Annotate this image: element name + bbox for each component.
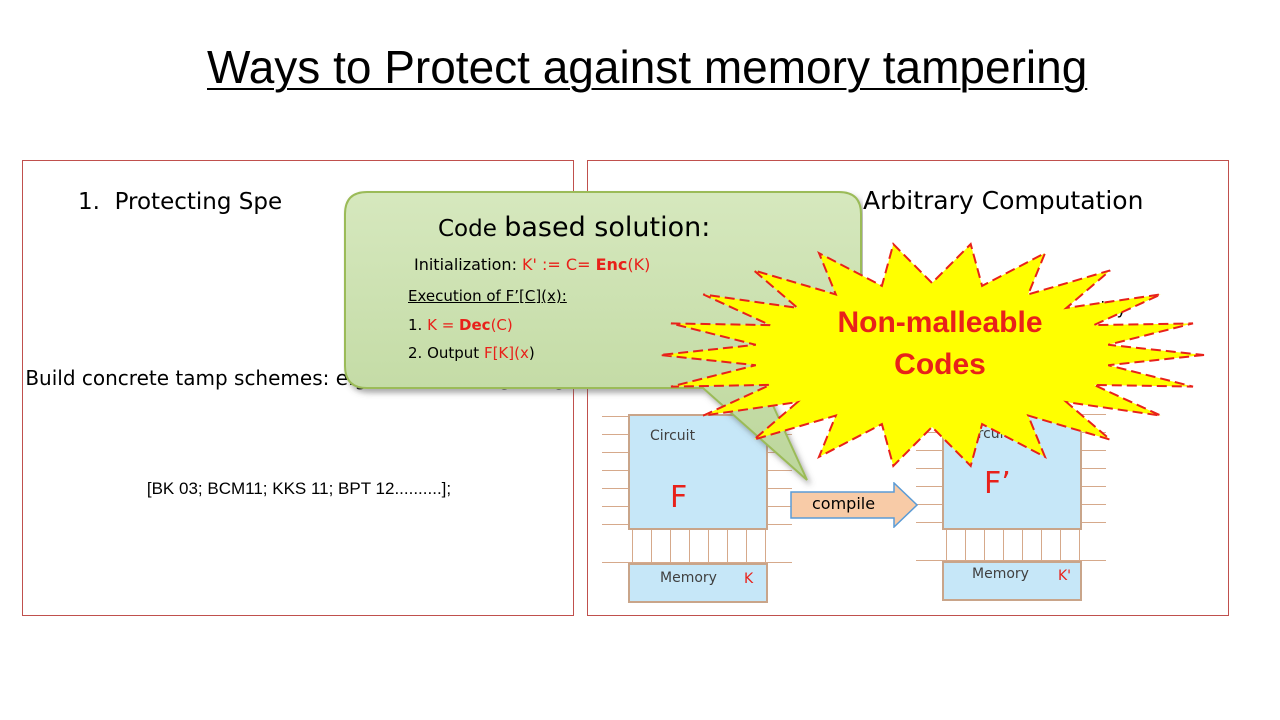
- wire: [602, 562, 792, 563]
- wire: [984, 528, 985, 560]
- wire: [965, 528, 966, 560]
- left-memory-box: [628, 563, 768, 603]
- wire: [602, 488, 628, 489]
- wire: [602, 434, 628, 435]
- left-key-label: K: [744, 571, 754, 587]
- compile-arrow: [790, 482, 918, 528]
- left-function-label: F: [670, 480, 688, 515]
- wire: [768, 470, 792, 471]
- left-circuit-box: [628, 414, 768, 530]
- wire: [602, 470, 628, 471]
- left-memory-label: Memory: [660, 570, 717, 586]
- callout-title: Code based solution:: [438, 212, 711, 243]
- left-panel-references: [BK 03; BCM11; KKS 11; BPT 12..........]…: [146, 479, 452, 498]
- wire: [916, 468, 942, 469]
- wire: [1041, 528, 1042, 560]
- left-panel-heading: 1. Protecting Spe: [78, 189, 283, 215]
- wire: [1082, 414, 1106, 415]
- wire: [768, 524, 792, 525]
- wire: [916, 450, 942, 451]
- wire: [602, 452, 628, 453]
- starburst-line-1: Non-malleable: [837, 306, 1043, 339]
- wire: [916, 486, 942, 487]
- starburst-label: Non-malleable Codes: [770, 302, 1110, 386]
- wire: [1079, 528, 1080, 560]
- starburst-line-2: Codes: [894, 348, 986, 381]
- callout-initialization: Initialization: K' := C= Enc(K): [414, 255, 651, 274]
- wire: [708, 530, 709, 562]
- wire: [1003, 528, 1004, 560]
- callout-step-2: 2. Output F[K](x): [408, 344, 535, 362]
- wire: [651, 530, 652, 562]
- wire: [768, 488, 792, 489]
- right-panel-heading: Arbitrary Computation: [863, 186, 1144, 215]
- callout-step-1: 1. K = Dec(C): [408, 316, 513, 334]
- non-malleable-starburst: [659, 242, 1205, 468]
- callout-execution-title: Execution of F’[C](x):: [408, 287, 567, 305]
- right-function-label: F’: [984, 466, 1011, 501]
- compile-label: compile: [812, 494, 876, 513]
- left-circuit-label: Circuit: [650, 428, 696, 444]
- wire: [602, 524, 628, 525]
- wire: [916, 432, 942, 433]
- wire: [689, 530, 690, 562]
- wire: [768, 506, 792, 507]
- right-memory-box: [942, 561, 1082, 601]
- wire: [727, 530, 728, 562]
- wire: [916, 560, 1106, 561]
- wire: [1082, 468, 1106, 469]
- wire: [946, 528, 947, 560]
- wire: [765, 530, 766, 562]
- wire: [602, 416, 628, 417]
- wire: [1082, 522, 1106, 523]
- wire: [916, 522, 942, 523]
- wire: [1022, 528, 1023, 560]
- wire: [1082, 450, 1106, 451]
- wire: [602, 506, 628, 507]
- starburst-shape: [659, 242, 1205, 468]
- right-key-label: K': [1058, 568, 1072, 584]
- wire: [916, 504, 942, 505]
- right-memory-label: Memory: [972, 566, 1029, 582]
- wire: [1082, 504, 1106, 505]
- wire: [1082, 486, 1106, 487]
- wire: [632, 530, 633, 562]
- slide-title: Ways to Protect against memory tampering: [207, 41, 1088, 93]
- wire: [670, 530, 671, 562]
- wire: [1060, 528, 1061, 560]
- wire: [746, 530, 747, 562]
